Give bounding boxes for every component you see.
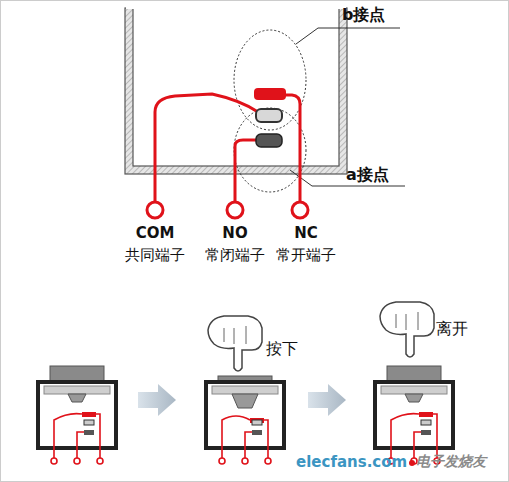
movable-contact — [254, 88, 286, 100]
watermark: 电子发烧友 — [416, 454, 486, 469]
terminal-name: NC — [294, 225, 318, 242]
contact-label: b接点 — [342, 6, 385, 24]
terminal-label: 常开端子 — [276, 247, 336, 264]
terminal-name: NO — [222, 225, 247, 242]
action-label: 按下 — [266, 340, 298, 358]
terminal-label: 共同端子 — [125, 247, 185, 264]
contact — [256, 109, 282, 122]
flow-arrow — [308, 384, 346, 416]
a-contact-zone — [234, 108, 306, 192]
wire — [155, 94, 300, 202]
switch-illustration — [38, 366, 116, 464]
flow-arrow — [138, 384, 176, 416]
terminal-name: COM — [136, 225, 175, 242]
hand-icon — [208, 316, 262, 371]
terminal-label: 常闭端子 — [205, 247, 265, 264]
leader-line — [296, 28, 400, 44]
watermark-dot — [409, 460, 415, 466]
action-label: 离开 — [436, 320, 468, 338]
switch-illustration — [375, 366, 453, 464]
switch-illustration — [206, 376, 284, 464]
terminal — [147, 202, 308, 218]
b-contact-zone — [234, 30, 306, 130]
contact-label: a接点 — [346, 166, 389, 184]
watermark: elecfans.com — [296, 454, 407, 471]
contact — [256, 134, 282, 147]
hand-icon — [380, 302, 434, 357]
